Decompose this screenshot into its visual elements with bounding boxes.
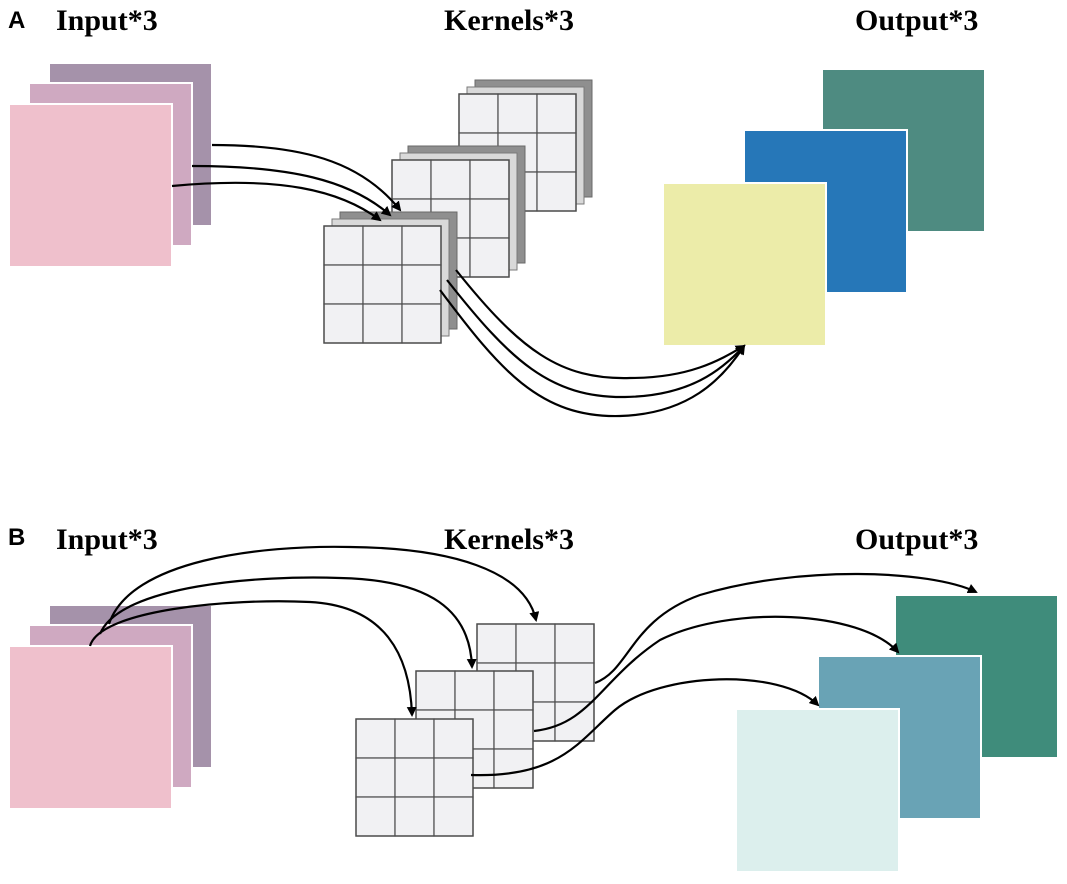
panel-b-arrow-output-1: [594, 572, 978, 685]
panel-a-arrow-output-2: [446, 279, 746, 399]
panel-a-output-stack: [662, 68, 986, 347]
panel-a-kernel-front-cell-2-1: [362, 303, 403, 344]
panel-b-kernel-middle-cell-2-2: [493, 748, 534, 789]
panel-a-arrow-input-1: [211, 143, 402, 212]
panel-a-arrow-input-3: [171, 181, 382, 222]
panel-b: B Input*3 Kernels*3 Output*3: [8, 523, 1059, 873]
panel-a-kernel-front-cell-0-1: [362, 225, 403, 266]
panel-b-kernel-front-cell-0-1: [394, 718, 435, 759]
panel-a: A Input*3 Kernels*3 Output*3: [8, 4, 986, 418]
panel-b-output-heading: Output*3: [855, 523, 978, 556]
panel-b-input-arrows: [88, 545, 540, 717]
panel-a-kernel-heading: Kernels*3: [444, 4, 574, 37]
panel-a-kernel-back-cell-0-2: [536, 93, 577, 134]
panel-b-kernel-front-cell-2-1: [394, 796, 435, 837]
panel-a-output-arrows: [439, 269, 746, 418]
panel-b-kernel-front-cell-0-2: [433, 718, 474, 759]
panel-a-kernel-middle-cell-0-1: [430, 159, 471, 200]
panel-a-kernel-front: [323, 211, 458, 344]
panel-a-kernel-front-cell-1-0: [323, 264, 364, 305]
panel-a-kernel-back-cell-2-2: [536, 171, 577, 212]
panel-b-arrow-output-3: [470, 678, 820, 777]
panel-a-output-heading: Output*3: [855, 4, 978, 37]
panel-b-arrow-input-3: [88, 600, 417, 717]
panel-a-input-stack: [8, 62, 213, 268]
panel-a-kernel-front-cell-0-2: [401, 225, 442, 266]
panel-a-output-sheet-1: [662, 182, 827, 347]
panel-b-output-arrows: [470, 572, 978, 777]
panel-a-arrow-output-3: [439, 289, 746, 418]
panel-a-kernel-middle-cell-0-2: [469, 159, 510, 200]
panel-b-arrow-input-1: [107, 545, 540, 625]
panel-b-letter: B: [8, 524, 25, 551]
panel-a-arrow-output-1: [455, 269, 746, 380]
panel-a-kernel-front-cell-2-0: [323, 303, 364, 344]
panel-a-kernel-front-cell-2-2: [401, 303, 442, 344]
panel-b-kernel-front-cell-1-0: [355, 757, 396, 798]
panel-a-kernel-middle-cell-0-0: [391, 159, 432, 200]
panel-a-kernel-back-cell-1-2: [536, 132, 577, 173]
panel-b-kernel-front-frame: [355, 718, 474, 837]
panel-b-kernel-back-cell-0-2: [554, 623, 595, 664]
panel-b-kernel-front: [355, 718, 474, 837]
panel-b-kernel-middle-cell-1-2: [493, 709, 534, 750]
panel-b-kernel-front-cell-2-2: [433, 796, 474, 837]
panel-a-kernel-middle-cell-2-2: [469, 237, 510, 278]
panel-a-kernel-front-cell-1-1: [362, 264, 403, 305]
panel-b-kernel-back-cell-1-2: [554, 662, 595, 703]
panel-b-arrow-output-2: [533, 615, 900, 733]
panel-a-kernel-back-cell-0-0: [458, 93, 499, 134]
panel-a-input-heading: Input*3: [56, 4, 158, 37]
panel-b-kernel-front-cell-1-1: [394, 757, 435, 798]
panel-b-output-stack: [735, 594, 1059, 873]
panel-a-kernel-back-cell-0-1: [497, 93, 538, 134]
panel-b-input-sheet-1: [8, 645, 173, 810]
panel-b-kernel-front-cell-0-0: [355, 718, 396, 759]
panel-b-kernel-back-cell-0-0: [476, 623, 517, 664]
panel-a-kernel-front-cell-0-0: [323, 225, 364, 266]
panel-b-kernel-heading: Kernels*3: [444, 523, 574, 556]
panel-a-kernel-front-frame: [323, 225, 442, 344]
panel-b-kernel-middle-cell-0-0: [415, 670, 456, 711]
panel-b-kernel-middle-cell-0-2: [493, 670, 534, 711]
panel-a-input-sheet-1: [8, 103, 173, 268]
panel-b-output-sheet-1: [735, 708, 900, 873]
panel-b-input-heading: Input*3: [56, 523, 158, 556]
panel-a-arrow-input-2: [191, 164, 392, 217]
panel-b-arrow-input-2: [98, 576, 477, 669]
panel-b-kernel-back-cell-0-1: [515, 623, 556, 664]
panel-a-kernel-middle-cell-1-2: [469, 198, 510, 239]
panel-b-kernel-middle-cell-0-1: [454, 670, 495, 711]
panel-b-kernel-front-cell-1-2: [433, 757, 474, 798]
panel-a-input-arrows: [171, 143, 402, 222]
panel-a-letter: A: [8, 7, 25, 34]
panel-a-kernel-front-cell-1-2: [401, 264, 442, 305]
panel-b-input-stack: [8, 604, 213, 810]
panel-b-kernel-front-cell-2-0: [355, 796, 396, 837]
